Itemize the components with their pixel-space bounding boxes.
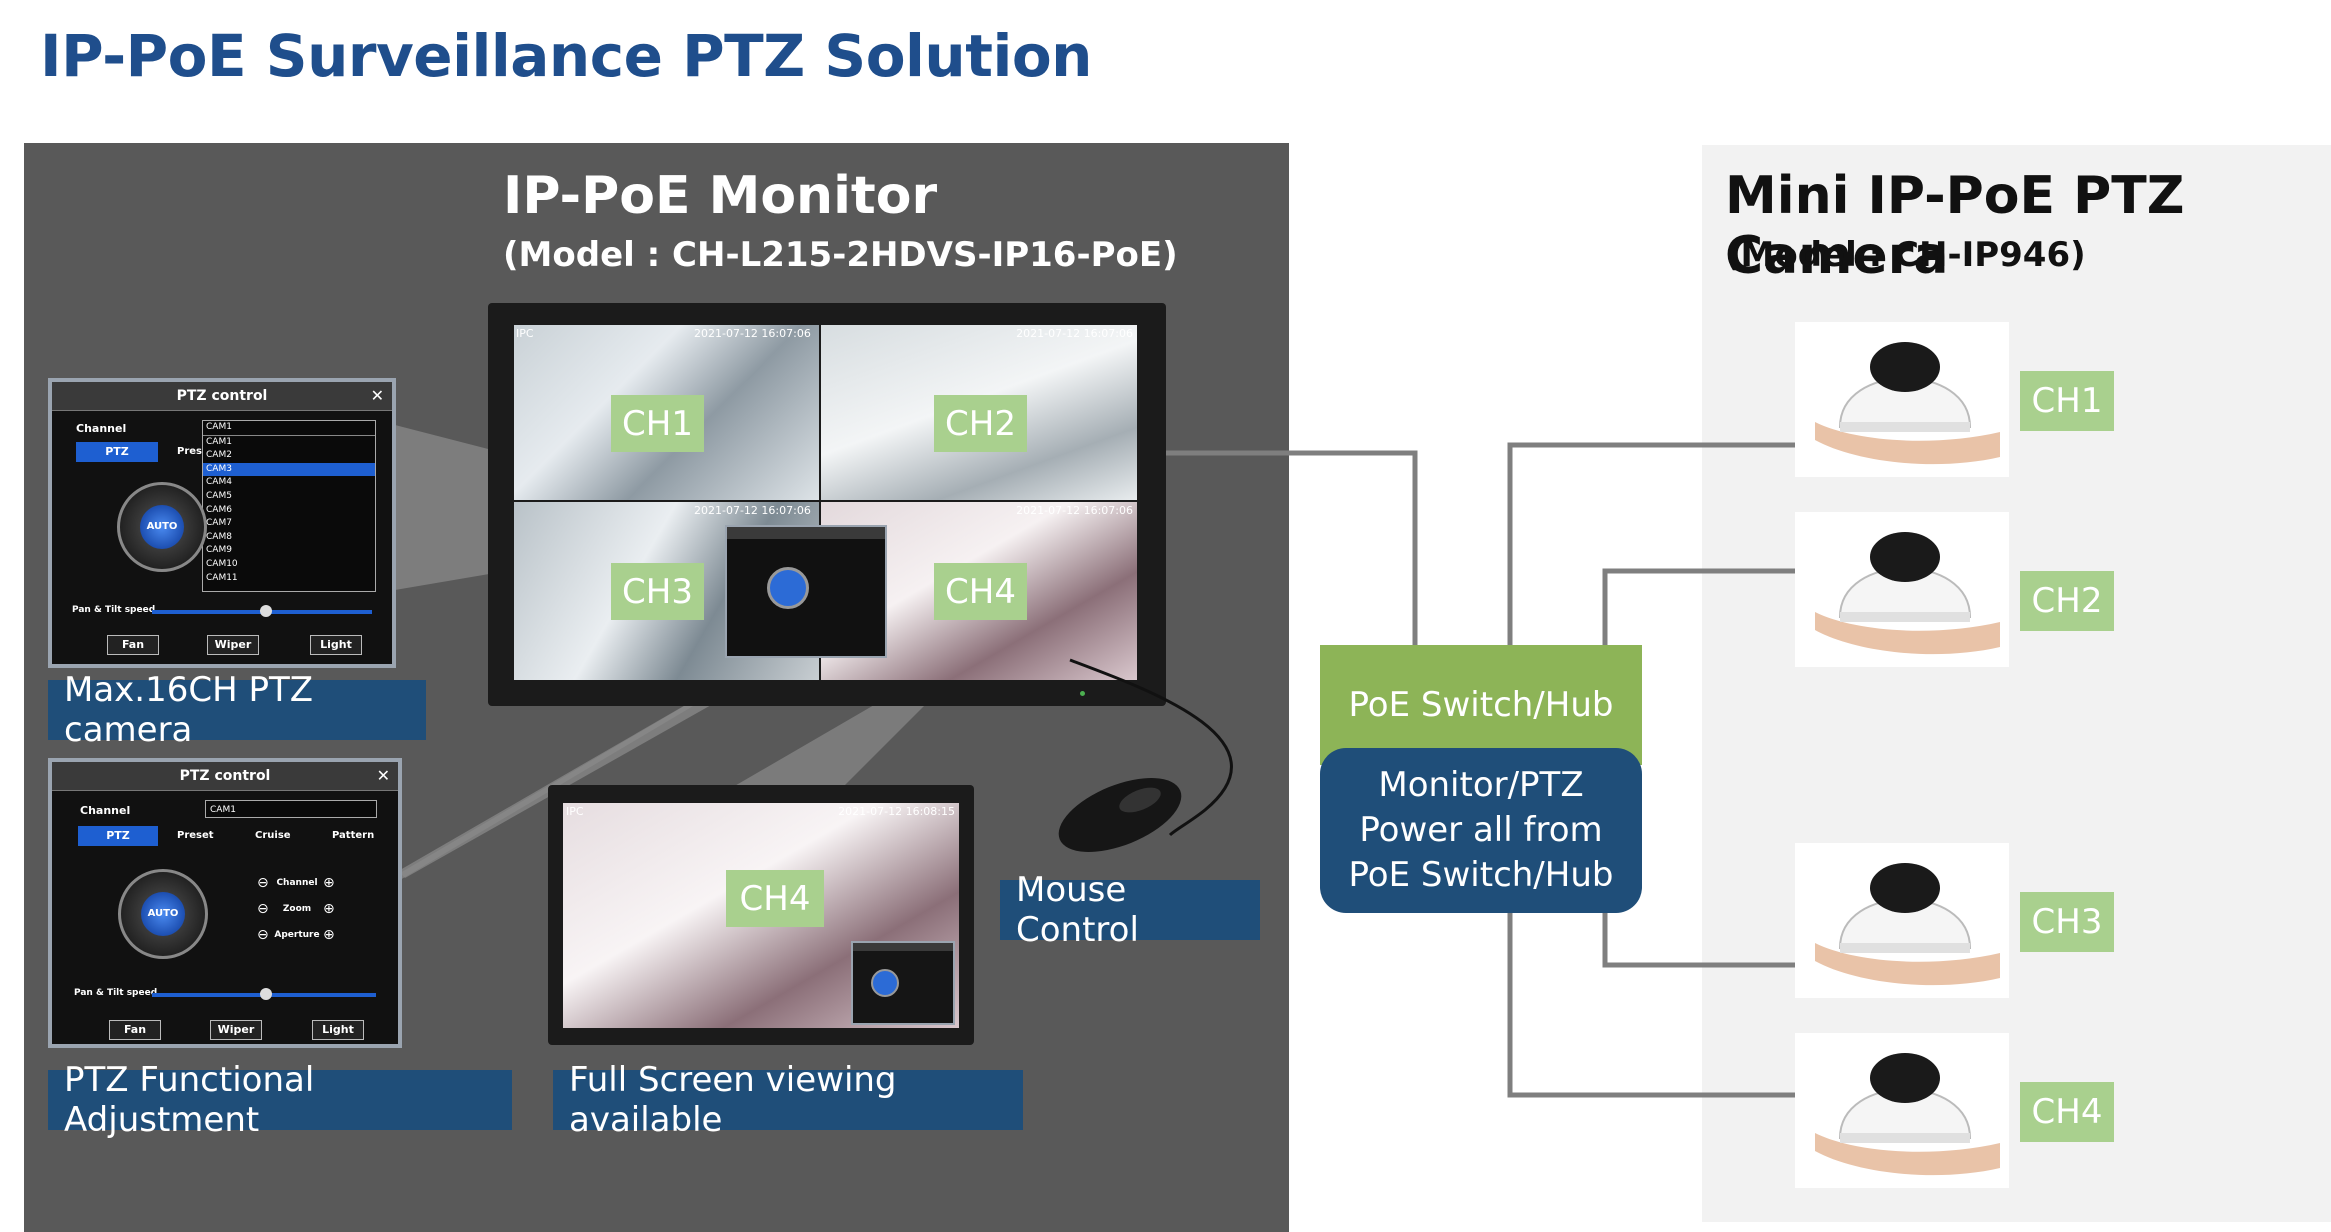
speed-slider[interactable] [152, 605, 372, 617]
power-line: Power all from [1359, 810, 1603, 850]
camera-2 [1795, 512, 2009, 667]
camera-hand-icon [1815, 532, 2000, 655]
dropdown-option[interactable]: CAM5 [206, 490, 232, 501]
power-line: Monitor/PTZ [1378, 765, 1584, 805]
power-led [1080, 691, 1085, 696]
monitor-ch3-label: CH3 [611, 563, 704, 620]
camera-title: Mini IP-PoE PTZ Camera [1725, 166, 2185, 286]
wiper-button[interactable]: Wiper [210, 1020, 262, 1040]
mini-ptz-window [851, 941, 955, 1025]
slider-handle[interactable] [260, 988, 272, 1000]
power-info-box: Monitor/PTZ Power all from PoE Switch/Hu… [1320, 748, 1642, 913]
ptz-control-list-window: PTZ control ✕ Channel PTZ Prese CAM1 CAM… [48, 378, 396, 668]
minus-icon[interactable]: ⊖ [257, 875, 269, 891]
camera-ch2-label: CH2 [2020, 571, 2114, 631]
dropdown-option[interactable]: CAM7 [206, 518, 232, 529]
channel-label: Channel [76, 422, 127, 435]
zoom-control[interactable]: Zoom [282, 904, 312, 914]
auto-button[interactable]: AUTO [141, 892, 185, 936]
channel-select[interactable]: CAM1 [205, 800, 377, 818]
light-button[interactable]: Light [310, 635, 362, 655]
dropdown-option[interactable]: CAM9 [206, 545, 232, 556]
camera-model: (Model : CH-IP946) [1725, 235, 2086, 275]
dropdown-option[interactable]: CAM4 [206, 477, 232, 488]
dropdown-option[interactable]: CAM1 [203, 421, 375, 436]
camera-hand-icon [1815, 863, 2000, 986]
slider-handle[interactable] [260, 605, 272, 617]
window-title: PTZ control [52, 762, 398, 791]
tab-cruise[interactable]: Cruise [255, 830, 291, 841]
timestamp: 2021-07-12 16:07:06 [1016, 504, 1133, 517]
camera-hand-icon [1815, 1053, 2000, 1176]
camera-hand-icon [1815, 342, 2000, 465]
camera-ch3-label: CH3 [2020, 892, 2114, 952]
camera-4 [1795, 1033, 2009, 1188]
camera-3 [1795, 843, 2009, 998]
camera-ch4-label: CH4 [2020, 1082, 2114, 1142]
light-button[interactable]: Light [312, 1020, 364, 1040]
speed-slider[interactable] [152, 988, 376, 1000]
channel-dropdown-list[interactable]: CAM1 CAM1 CAM2 CAM3 CAM4 CAM5 CAM6 CAM7 … [202, 420, 376, 592]
fan-button[interactable]: Fan [109, 1020, 161, 1040]
ptz-direction-pad[interactable]: AUTO [117, 482, 207, 572]
power-line: PoE Switch/Hub [1348, 855, 1614, 895]
ipc-label: IPC [516, 327, 534, 340]
speed-label: Pan & Tilt speed [74, 988, 158, 998]
aperture-control[interactable]: Aperture [274, 930, 320, 940]
monitor-ch1-label: CH1 [611, 395, 704, 452]
monitor-model: (Model : CH-L215-2HDVS-IP16-PoE) [503, 235, 1178, 275]
dropdown-option[interactable]: CAM1 [206, 436, 232, 447]
fan-button[interactable]: Fan [107, 635, 159, 655]
dropdown-option[interactable]: CAM8 [206, 531, 232, 542]
timestamp: 2021-07-12 16:08:15 [838, 805, 955, 818]
mini-ptz-joystick [767, 567, 809, 609]
tab-preset[interactable]: Preset [177, 830, 214, 841]
close-icon[interactable]: ✕ [370, 386, 384, 405]
tab-ptz[interactable]: PTZ [76, 442, 158, 462]
dropdown-option[interactable]: CAM11 [206, 572, 238, 583]
timestamp: 2021-07-12 16:07:06 [1016, 327, 1133, 340]
ip-monitor: IPC 2021-07-12 16:07:06 2021-07-12 16:07… [488, 303, 1166, 706]
plus-icon[interactable]: ⊕ [323, 927, 335, 943]
camera-1 [1795, 322, 2009, 477]
channel-label: Channel [80, 804, 131, 817]
monitor-ch2-label: CH2 [934, 395, 1027, 452]
mini-ptz-joystick [871, 969, 899, 997]
page-title: IP-PoE Surveillance PTZ Solution [40, 22, 1092, 90]
channel-control[interactable]: Channel [276, 878, 318, 888]
mini-ptz-window [725, 525, 887, 658]
ipc-label: IPC [566, 805, 584, 818]
poe-switch: PoE Switch/Hub [1320, 645, 1642, 765]
ptz-direction-pad[interactable]: AUTO [118, 869, 208, 959]
fullscreen-ch4-label: CH4 [726, 870, 824, 927]
ptz-control-adjust-window: PTZ control ✕ Channel CAM1 PTZ Preset Cr… [48, 758, 402, 1048]
dropdown-option[interactable]: CAM2 [206, 450, 232, 461]
camera-ch1-label: CH1 [2020, 371, 2114, 431]
fullscreen-monitor: IPC 2021-07-12 16:08:15 CH4 [548, 785, 974, 1045]
mouse-icon [1058, 658, 1233, 852]
timestamp: 2021-07-12 16:07:06 [694, 504, 811, 517]
minus-icon[interactable]: ⊖ [257, 927, 269, 943]
monitor-ch4-label: CH4 [934, 563, 1027, 620]
window-title: PTZ control [52, 382, 392, 411]
speed-label: Pan & Tilt speed [72, 605, 156, 615]
minus-icon[interactable]: ⊖ [257, 901, 269, 917]
close-icon[interactable]: ✕ [376, 766, 390, 785]
tab-ptz[interactable]: PTZ [78, 826, 158, 846]
preset-label: Prese [177, 446, 209, 457]
monitor-title: IP-PoE Monitor [503, 166, 938, 226]
plus-icon[interactable]: ⊕ [323, 875, 335, 891]
plus-icon[interactable]: ⊕ [323, 901, 335, 917]
timestamp: 2021-07-12 16:07:06 [694, 327, 811, 340]
auto-button[interactable]: AUTO [140, 505, 184, 549]
wiper-button[interactable]: Wiper [207, 635, 259, 655]
dropdown-option-selected[interactable]: CAM3 [203, 462, 375, 477]
tab-pattern[interactable]: Pattern [332, 830, 375, 841]
dropdown-option[interactable]: CAM10 [206, 558, 238, 569]
dropdown-option[interactable]: CAM6 [206, 504, 232, 515]
